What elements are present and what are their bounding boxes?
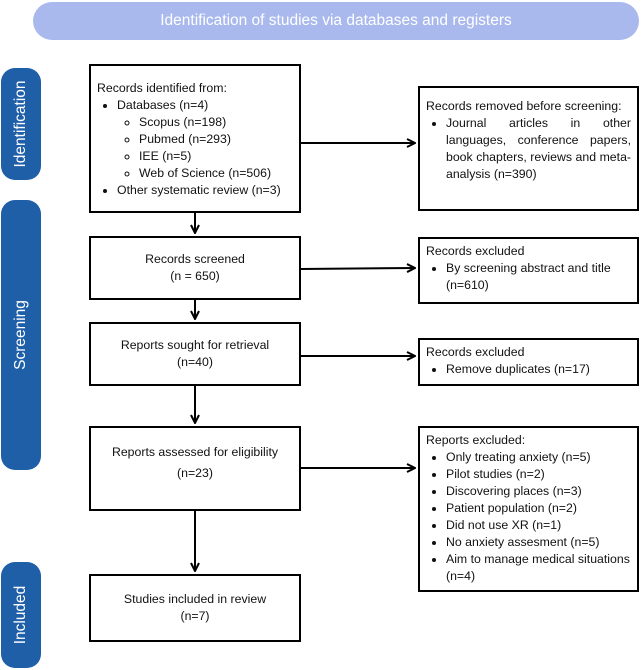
- records-removed-box: Records removed before screening: Journa…: [418, 86, 639, 211]
- other-review-item: Other systematic review (n=3): [117, 182, 293, 199]
- source-item: Web of Science (n=506): [139, 165, 293, 182]
- records-screened-box: Records screened (n = 650): [89, 236, 301, 300]
- reports-excluded-item: No anxiety assesment (n=5): [446, 534, 631, 551]
- records-identified-box: Records identified from: Databases (n=4)…: [89, 64, 301, 213]
- reports-sought-count: (n=40): [177, 355, 213, 369]
- records-removed-item: Journal articles in other languages, con…: [446, 115, 631, 183]
- phase-screening: Screening: [1, 200, 41, 470]
- studies-included-count: (n=7): [180, 609, 210, 623]
- records-removed-heading: Records removed before screening:: [426, 99, 622, 113]
- reports-sought-box: Reports sought for retrieval (n=40): [89, 322, 301, 386]
- source-item: Scopus (n=198): [139, 114, 293, 131]
- phase-identification: Identification: [1, 68, 41, 180]
- reports-assessed-count: (n=23): [177, 466, 213, 480]
- records-identified-heading: Records identified from:: [97, 81, 227, 95]
- flow-header: Identification of studies via databases …: [33, 2, 639, 40]
- studies-included-box: Studies included in review (n=7): [89, 574, 301, 642]
- source-item: IEE (n=5): [139, 148, 293, 165]
- records-excluded-duplicates-box: Records excluded Remove duplicates (n=17…: [418, 338, 639, 386]
- phase-included: Included: [1, 562, 41, 668]
- databases-item: Databases (n=4) Scopus (n=198) Pubmed (n…: [117, 97, 293, 182]
- reports-excluded-item: Only treating anxiety (n=5): [446, 449, 631, 466]
- reports-excluded-item: Aim to manage medical situations (n=4): [446, 551, 631, 585]
- records-screened-count: (n = 650): [170, 269, 220, 283]
- header-title: Identification of studies via databases …: [160, 12, 512, 29]
- records-excluded-item: Remove duplicates (n=17): [446, 361, 631, 378]
- reports-excluded-box: Reports excluded: Only treating anxiety …: [418, 426, 639, 592]
- reports-excluded-item: Pilot studies (n=2): [446, 466, 631, 483]
- records-excluded-heading: Records excluded: [426, 345, 525, 359]
- records-excluded-item: By screening abstract and title (n=610): [446, 260, 631, 294]
- records-excluded-screening-box: Records excluded By screening abstract a…: [418, 237, 639, 304]
- studies-included-label: Studies included in review: [123, 592, 267, 606]
- records-screened-label: Records screened: [145, 252, 245, 266]
- reports-assessed-box: Reports assessed for eligibility (n=23): [89, 426, 301, 511]
- reports-excluded-item: Patient population (n=2): [446, 500, 631, 517]
- reports-sought-label: Reports sought for retrieval: [120, 338, 270, 352]
- arrow-screened-to-excluded: [300, 268, 415, 269]
- reports-excluded-item: Did not use XR (n=1): [446, 517, 631, 534]
- reports-assessed-label: Reports assessed for eligibility: [111, 445, 279, 459]
- reports-excluded-item: Discovering places (n=3): [446, 483, 631, 500]
- source-item: Pubmed (n=293): [139, 131, 293, 148]
- databases-label: Databases (n=4): [117, 98, 209, 112]
- records-excluded-heading: Records excluded: [426, 244, 525, 258]
- reports-excluded-heading: Reports excluded:: [426, 433, 526, 447]
